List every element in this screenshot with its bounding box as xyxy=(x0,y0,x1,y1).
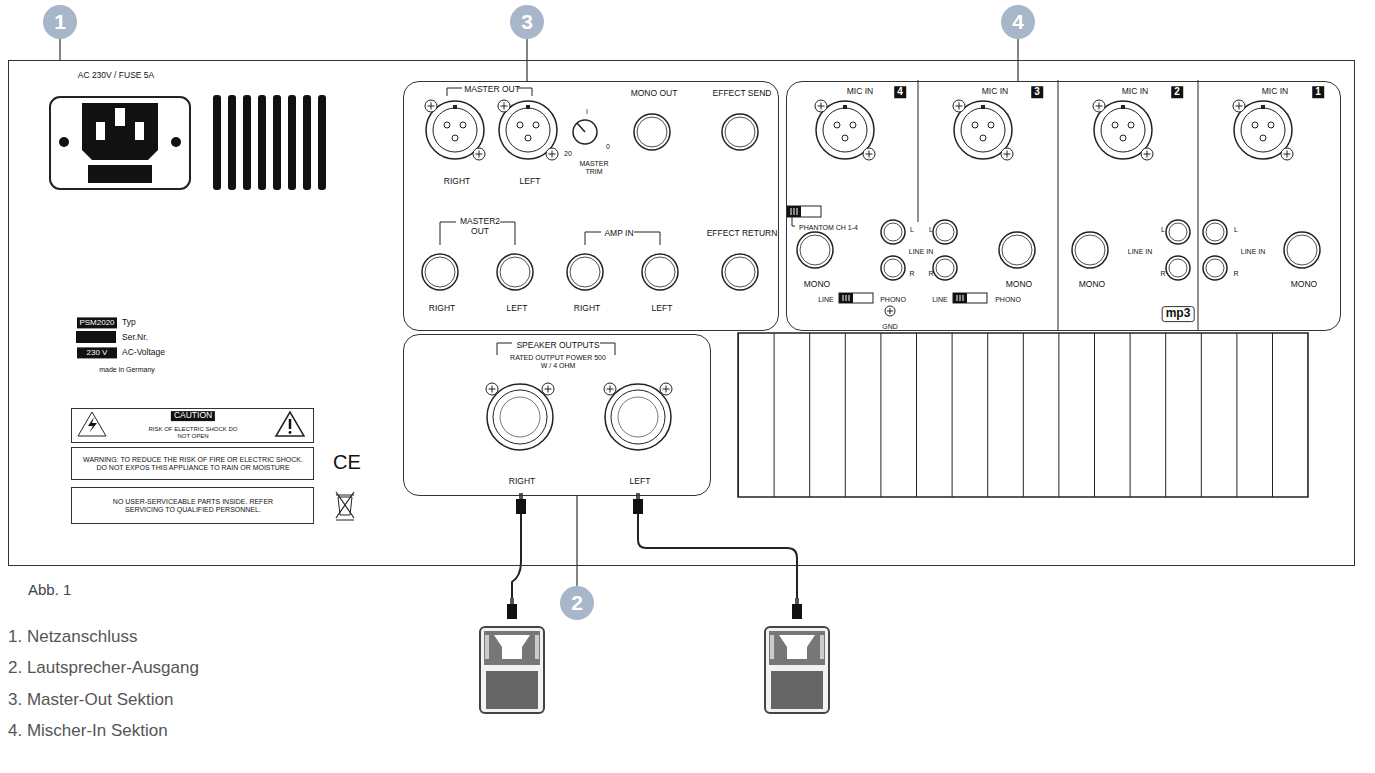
panel-label: Typ xyxy=(122,318,136,328)
panel-label: MONO xyxy=(1079,280,1105,290)
panel-label: MASTER TRIM xyxy=(577,160,611,176)
panel-label: 3 xyxy=(1031,86,1043,98)
panel-label: EFFECT RETURN xyxy=(707,229,778,239)
callout-number: 3 xyxy=(521,10,533,34)
panel-label: WARNING: TO REDUCE THE RISK OF FIRE OR E… xyxy=(77,456,309,472)
mixer-in-section: LINE IN GND MIC IN 4PHANTOM CH 1-4MONO L R LIN… xyxy=(786,81,1341,331)
service-label: NO USER-SERVICEABLE PARTS INSIDE. REFER … xyxy=(71,487,314,524)
panel-label: MIC IN xyxy=(982,87,1008,97)
panel-label: 230 V xyxy=(77,347,117,358)
panel-label: MONO OUT xyxy=(631,89,678,99)
panel-label: SPEAKER OUTPUTS xyxy=(516,341,599,351)
callout-circle: 4 xyxy=(1001,5,1035,39)
panel-label: RIGHT xyxy=(429,304,455,314)
panel-label: R xyxy=(909,270,914,278)
panel-label: L xyxy=(929,226,933,234)
channel-strip: MIC IN 1L R LINE IN MONO xyxy=(1200,82,1342,332)
panel-label: MONO xyxy=(804,280,830,290)
panel-label: NO USER-SERVICEABLE PARTS INSIDE. REFER … xyxy=(106,498,281,514)
panel-label: MASTER OUT xyxy=(464,85,520,95)
ce-mark: CE xyxy=(333,451,361,474)
panel-label: mp3 xyxy=(1162,306,1195,322)
panel-label: AC 230V / FUSE 5A xyxy=(78,71,155,81)
panel-label: MIC IN xyxy=(1122,87,1148,97)
callout-leader xyxy=(59,39,60,60)
caution-label: CAUTION RISK OF ELECTRIC SHOCK DO NOT OPE… xyxy=(71,408,314,443)
callout-number: 2 xyxy=(571,591,583,615)
panel-label: LINE xyxy=(818,296,834,304)
panel-label: I xyxy=(586,108,588,116)
callout-number: 4 xyxy=(1012,10,1024,34)
panel-label: R xyxy=(1233,270,1238,278)
panel-label: MIC IN xyxy=(1262,87,1288,97)
panel-label: RATED OUTPUT POWER 500 W / 4 OHM xyxy=(508,354,608,370)
figure-caption: Abb. 1 xyxy=(28,581,71,598)
callout-circle: 2 xyxy=(560,586,594,620)
panel-label: LEFT xyxy=(652,304,673,314)
speaker-output-section: SPEAKER OUTPUTS RATED OUTPUT POWER 500 W … xyxy=(403,334,711,496)
channel-strip: MIC IN 4PHANTOM CH 1-4MONO L R LINE PHONO xyxy=(787,82,920,332)
panel-label: 0 xyxy=(606,143,610,151)
legend-item: 1. Netzanschluss xyxy=(8,627,137,647)
rear-panel: AC 230V / FUSE 5A MASTER OUT RIGHT LEFT I 20 0… xyxy=(8,60,1355,566)
panel-label: PSM2020 xyxy=(77,317,117,328)
panel-label: L xyxy=(1234,226,1238,234)
panel-label: 1 xyxy=(1312,86,1324,98)
master-out-section: MASTER OUT RIGHT LEFT I 20 0MASTER TRIM MONO O… xyxy=(403,81,779,331)
panel-label: 20 xyxy=(564,150,572,158)
panel-label: EFFECT SEND xyxy=(713,89,772,99)
panel-label: RIGHT xyxy=(574,304,600,314)
panel-label: MONO xyxy=(1291,280,1317,290)
panel-label: Ser.Nr. xyxy=(122,333,148,343)
panel-label: RIGHT xyxy=(509,477,535,487)
callout-number: 1 xyxy=(54,10,66,34)
legend-item: 4. Mischer-In Sektion xyxy=(8,721,168,741)
panel-label: MIC IN xyxy=(847,87,873,97)
panel-label: LEFT xyxy=(507,304,528,314)
panel-label: GND xyxy=(882,323,898,331)
panel-label: LEFT xyxy=(630,477,651,487)
panel-label: PHONO xyxy=(880,296,906,304)
panel-label: LINE IN xyxy=(1128,248,1153,256)
panel-label: R xyxy=(1160,270,1165,278)
panel-label: 2 xyxy=(1171,86,1183,98)
panel-label: CAUTION xyxy=(171,411,215,421)
warning-label: WARNING: TO REDUCE THE RISK OF FIRE OR E… xyxy=(71,447,314,480)
callout-circle: 3 xyxy=(510,5,544,39)
panel-label: R xyxy=(928,270,933,278)
panel-label: made in Germany xyxy=(99,366,155,374)
panel-label: LINE IN xyxy=(1241,248,1266,256)
legend-item: 2. Lautsprecher-Ausgang xyxy=(8,658,199,678)
legend-item: 3. Master-Out Sektion xyxy=(8,690,173,710)
channel-strip: MIC IN 2MONO LINE IN L Rmp3 xyxy=(1060,82,1200,332)
panel-label: LINE xyxy=(932,296,948,304)
panel-label: AMP IN xyxy=(604,229,633,239)
callout-leader xyxy=(576,496,577,586)
panel-label: PHONO xyxy=(995,296,1021,304)
panel-label: LINE IN xyxy=(909,248,934,256)
panel-label: AC-Voltage xyxy=(122,348,165,358)
panel-label: PHANTOM CH 1-4 xyxy=(799,224,858,232)
panel-label: RIGHT xyxy=(444,177,470,187)
channel-strip: MIC IN 3L R MONO LINE PHONO xyxy=(920,82,1060,332)
callout-circle: 1 xyxy=(43,5,77,39)
rating-plate: PSM2020 TypSer.Nr. 230 V AC-Voltage made in … xyxy=(71,316,183,380)
panel-label: MONO xyxy=(1006,280,1032,290)
panel-label: L xyxy=(910,226,914,234)
panel-label: LEFT xyxy=(520,177,541,187)
panel-label: MASTER2 OUT xyxy=(459,217,501,237)
panel-label: RISK OF ELECTRIC SHOCK DO NOT OPEN xyxy=(148,426,238,440)
panel-label: L xyxy=(1161,226,1165,234)
panel-label: 4 xyxy=(894,86,906,98)
